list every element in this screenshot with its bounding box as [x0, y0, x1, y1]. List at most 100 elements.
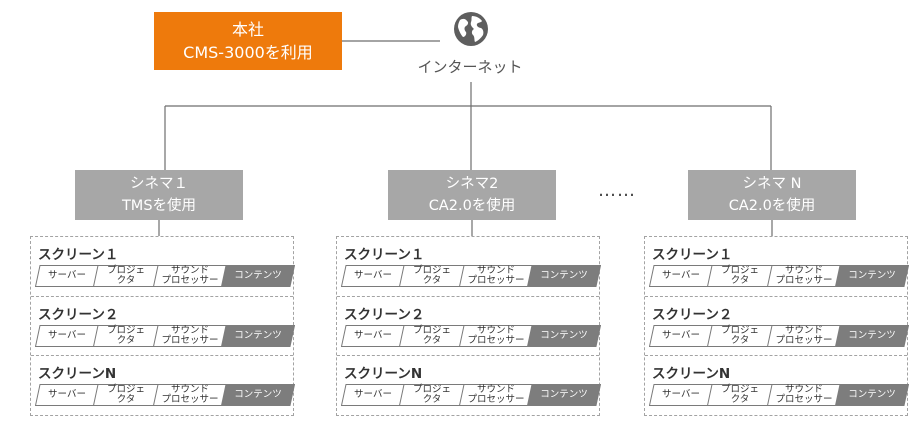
server-chip: サーバー — [35, 265, 99, 287]
chip-label: クタ — [116, 394, 136, 405]
chip-shape — [221, 384, 295, 406]
chip-label: プロジェ — [412, 384, 451, 395]
device-chips: サーバープロジェクタサウンドプロセッサーコンテンツ — [649, 384, 909, 408]
chip-label: プロジェ — [106, 384, 145, 395]
chip-label: プロジェ — [412, 265, 451, 276]
chip-label: プロジェ — [720, 325, 759, 336]
device-chips: サーバープロジェクタサウンドプロセッサーコンテンツ — [649, 325, 909, 349]
chip-label: サウンド — [476, 384, 515, 395]
cinema-1-name: シネマ１ — [130, 176, 188, 192]
chip-shape — [835, 384, 909, 406]
sound-chip: サウンドプロセッサー — [459, 325, 533, 347]
chip-label: プロジェ — [720, 384, 759, 395]
chip-label: コンテンツ — [540, 270, 588, 281]
chip-label: サウンド — [784, 265, 823, 276]
chip-label: コンテンツ — [848, 389, 896, 400]
sound-chip: サウンドプロセッサー — [767, 384, 841, 406]
projector-chip: プロジェクタ — [93, 325, 159, 347]
server-chip: サーバー — [341, 325, 405, 347]
projector-chip: プロジェクタ — [399, 384, 465, 406]
chip-label: サウンド — [476, 325, 515, 336]
device-chips: サーバープロジェクタサウンドプロセッサーコンテンツ — [35, 384, 295, 408]
chip-label: サーバー — [354, 330, 392, 341]
screen-title: スクリーンN — [344, 366, 423, 382]
content-chip: コンテンツ — [527, 325, 601, 347]
projector-chip: プロジェクタ — [399, 265, 465, 287]
cinema-2-system: CA2.0を使用 — [428, 198, 516, 214]
cinema-n-name: シネマ N — [742, 176, 802, 192]
chip-label: サーバー — [48, 330, 86, 341]
chip-label: プロセッサー — [775, 394, 833, 405]
chip-label: クタ — [116, 335, 136, 346]
device-chips: サーバープロジェクタサウンドプロセッサーコンテンツ — [35, 325, 295, 349]
sound-chip: サウンドプロセッサー — [153, 325, 227, 347]
chip-label: サウンド — [784, 384, 823, 395]
chip-label: サーバー — [662, 270, 700, 281]
screen-row: スクリーン１ サーバープロジェクタサウンドプロセッサーコンテンツ — [645, 237, 909, 293]
content-chip: コンテンツ — [221, 384, 295, 406]
server-chip: サーバー — [35, 325, 99, 347]
content-chip: コンテンツ — [835, 384, 909, 406]
chip-label: サーバー — [48, 270, 86, 281]
globe-icon — [454, 12, 488, 46]
chip-shape — [527, 384, 601, 406]
projector-chip: プロジェクタ — [707, 265, 773, 287]
server-chip: サーバー — [649, 384, 713, 406]
projector-chip: プロジェクタ — [399, 325, 465, 347]
chip-label: サーバー — [662, 389, 700, 400]
chip-label: クタ — [422, 275, 442, 286]
sound-chip: サウンドプロセッサー — [153, 265, 227, 287]
content-chip: コンテンツ — [527, 265, 601, 287]
screen-title: スクリーン１ — [652, 247, 733, 263]
chip-label: プロセッサー — [161, 275, 219, 286]
chip-label: プロジェ — [106, 265, 145, 276]
chip-label: クタ — [730, 394, 750, 405]
chip-label: コンテンツ — [234, 389, 282, 400]
chip-label: クタ — [422, 394, 442, 405]
chip-label: クタ — [730, 275, 750, 286]
projector-chip: プロジェクタ — [93, 265, 159, 287]
chip-label: クタ — [422, 335, 442, 346]
cinema-n-system: CA2.0を使用 — [728, 198, 816, 214]
chip-label: サウンド — [476, 265, 515, 276]
cinema-1-system: TMSを使用 — [121, 198, 197, 214]
sound-chip: サウンドプロセッサー — [767, 265, 841, 287]
chip-shape — [221, 325, 295, 347]
chip-label: プロジェ — [412, 325, 451, 336]
server-chip: サーバー — [649, 265, 713, 287]
server-chip: サーバー — [341, 384, 405, 406]
device-chips: サーバープロジェクタサウンドプロセッサーコンテンツ — [35, 265, 295, 289]
internet-label: インターネット — [417, 58, 523, 76]
cinema-1-box: シネマ１ TMSを使用 — [75, 170, 243, 220]
screen-title: スクリーン２ — [344, 307, 425, 323]
screen-title: スクリーン２ — [652, 307, 733, 323]
sound-chip: サウンドプロセッサー — [153, 384, 227, 406]
chip-label: コンテンツ — [234, 270, 282, 281]
device-chips: サーバープロジェクタサウンドプロセッサーコンテンツ — [341, 265, 601, 289]
chip-label: コンテンツ — [234, 330, 282, 341]
screen-row: スクリーン２ サーバープロジェクタサウンドプロセッサーコンテンツ — [645, 296, 909, 353]
chip-label: プロセッサー — [467, 335, 525, 346]
chip-label: プロセッサー — [775, 335, 833, 346]
sound-chip: サウンドプロセッサー — [459, 265, 533, 287]
chip-label: プロセッサー — [467, 394, 525, 405]
screen-title: スクリーンN — [38, 366, 117, 382]
chip-label: サウンド — [170, 384, 209, 395]
chip-shape — [527, 325, 601, 347]
device-chips: サーバープロジェクタサウンドプロセッサーコンテンツ — [341, 325, 601, 349]
screen-title: スクリーンN — [652, 366, 731, 382]
chip-label: サウンド — [170, 265, 209, 276]
chip-label: コンテンツ — [848, 270, 896, 281]
chip-label: サーバー — [354, 270, 392, 281]
projector-chip: プロジェクタ — [93, 384, 159, 406]
screen-title: スクリーン１ — [38, 247, 119, 263]
chip-shape — [527, 265, 601, 287]
